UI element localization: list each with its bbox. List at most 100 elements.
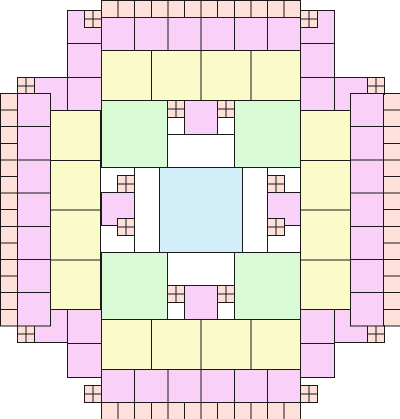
pink-band-tile-124: [17, 126, 51, 161]
peach-small-tile-91: [84, 385, 94, 395]
peach-small-tile-171: [167, 285, 177, 295]
yellow-band-tile-149: [300, 110, 351, 161]
pink-band-tile-132: [350, 159, 384, 194]
green-block-155: [101, 252, 168, 320]
yellow-band-tile-143: [200, 319, 252, 370]
pink-band-tile-128: [17, 259, 51, 294]
peach-edge-tile-12: [101, 402, 119, 419]
peach-edge-tile-1: [117, 0, 136, 18]
peach-small-tile-173: [175, 285, 185, 295]
peach-small-tile-176: [217, 293, 227, 303]
peach-edge-tile-38: [383, 93, 400, 111]
yellow-band-tile-140: [250, 50, 301, 101]
peach-small-tile-166: [217, 100, 227, 110]
peach-edge-tile-2: [134, 0, 152, 18]
peach-small-tile-65: [92, 18, 102, 28]
pink-band-tile-125: [17, 159, 51, 194]
peach-small-tile-194: [267, 226, 277, 236]
white-gap-160: [242, 167, 268, 253]
peach-edge-tile-7: [217, 0, 235, 18]
peach-edge-tile-43: [383, 176, 400, 194]
peach-edge-tile-11: [283, 0, 302, 18]
pink-corner-tile-101: [300, 343, 335, 378]
peach-small-tile-84: [367, 77, 377, 87]
peach-edge-tile-47: [383, 242, 400, 260]
peach-small-tile-104: [308, 385, 318, 395]
peach-edge-tile-21: [250, 402, 268, 419]
peach-edge-tile-15: [150, 402, 169, 419]
pink-band-tile-111: [101, 17, 136, 51]
peach-edge-tile-29: [0, 176, 18, 194]
peach-edge-tile-32: [0, 225, 18, 244]
peach-small-tile-63: [84, 18, 94, 28]
peach-edge-tile-45: [383, 209, 400, 227]
peach-small-tile-99: [25, 333, 35, 343]
peach-small-tile-162: [167, 100, 177, 110]
peach-edge-tile-16: [167, 402, 185, 419]
peach-edge-tile-46: [383, 225, 400, 244]
yellow-band-tile-139: [200, 50, 252, 101]
peach-small-tile-178: [225, 293, 235, 303]
pink-band-tile-127: [17, 225, 51, 261]
peach-edge-tile-25: [0, 109, 18, 128]
pink-band-tile-115: [233, 17, 269, 51]
peach-small-tile-196: [275, 226, 285, 236]
pink-inner-tile-170: [184, 285, 218, 320]
pink-band-tile-136: [350, 292, 384, 327]
peach-edge-tile-6: [200, 0, 219, 18]
peach-small-tile-110: [375, 333, 385, 343]
pink-band-tile-117: [101, 369, 136, 403]
pink-band-tile-118: [134, 369, 169, 403]
yellow-band-tile-146: [50, 159, 101, 211]
pink-band-tile-131: [350, 126, 384, 161]
peach-small-tile-102: [300, 385, 310, 395]
pink-band-tile-135: [350, 259, 384, 294]
peach-small-tile-167: [217, 108, 227, 118]
peach-small-tile-191: [275, 175, 285, 185]
pink-band-tile-114: [200, 17, 235, 51]
white-gap-159: [134, 167, 160, 253]
peach-edge-tile-39: [383, 109, 400, 128]
peach-small-tile-189: [267, 175, 277, 185]
pink-corner-tile-100: [300, 309, 335, 344]
yellow-band-tile-137: [101, 50, 152, 101]
peach-edge-tile-8: [233, 0, 252, 18]
peach-edge-tile-17: [184, 402, 202, 419]
pink-band-tile-113: [167, 17, 202, 51]
green-block-154: [234, 100, 301, 168]
peach-small-tile-184: [117, 218, 127, 228]
peach-small-tile-187: [125, 226, 135, 236]
green-block-156: [234, 252, 301, 320]
white-gap-158: [167, 252, 235, 286]
yellow-band-tile-144: [250, 319, 301, 370]
peach-small-tile-79: [300, 18, 310, 28]
pink-band-tile-126: [17, 192, 51, 227]
peach-small-tile-180: [117, 175, 127, 185]
pink-band-tile-123: [17, 93, 51, 128]
peach-edge-tile-37: [0, 308, 18, 327]
peach-edge-tile-22: [267, 402, 285, 419]
pink-band-tile-112: [134, 17, 169, 51]
peach-small-tile-81: [308, 18, 318, 28]
yellow-band-tile-148: [50, 259, 101, 310]
peach-edge-tile-27: [0, 142, 18, 161]
peach-small-tile-172: [167, 293, 177, 303]
peach-small-tile-98: [25, 325, 35, 335]
peach-edge-tile-19: [217, 402, 235, 419]
peach-small-tile-169: [225, 108, 235, 118]
peach-edge-tile-14: [134, 402, 152, 419]
peach-small-tile-175: [217, 285, 227, 295]
peach-small-tile-177: [225, 285, 235, 295]
peach-small-tile-109: [375, 325, 385, 335]
peach-edge-tile-30: [0, 192, 18, 211]
peach-small-tile-163: [167, 108, 177, 118]
peach-small-tile-64: [92, 10, 102, 20]
pink-band-tile-121: [233, 369, 269, 403]
pink-inner-tile-161: [184, 100, 218, 135]
peach-small-tile-86: [375, 77, 385, 87]
pink-corner-tile-88: [300, 77, 335, 111]
peach-edge-tile-33: [0, 242, 18, 260]
pink-band-tile-122: [267, 369, 302, 403]
